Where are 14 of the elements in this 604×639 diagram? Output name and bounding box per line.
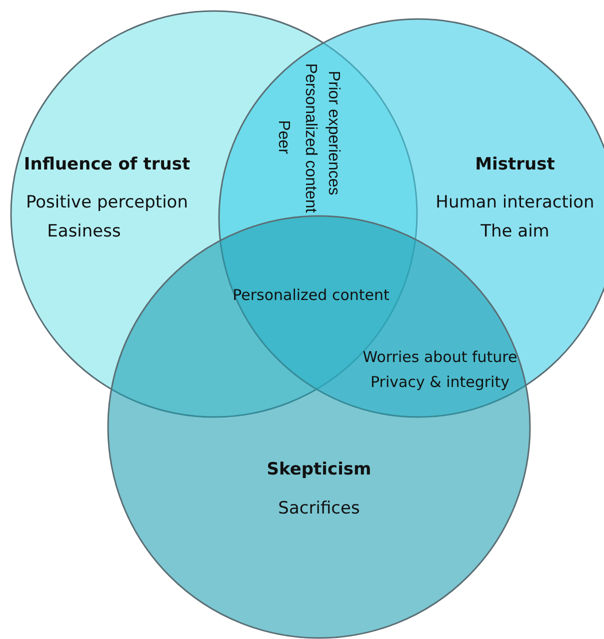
circle-item: Positive perception [26, 194, 188, 212]
circle-item: Sacrifices [278, 500, 360, 518]
circle-item: The aim [480, 222, 550, 242]
overlap-label: Worries about future [362, 348, 518, 366]
circle-heading: Skepticism [266, 460, 372, 480]
overlap-label: Peer [274, 120, 292, 154]
overlap-label: Personalized content [301, 63, 319, 213]
circle-item: Easiness [47, 222, 121, 242]
circle-heading: Influence of trust [24, 156, 190, 174]
circle-heading: Mistrust [475, 156, 555, 174]
circle-item: Human interaction [436, 194, 594, 212]
overlap-label: Prior experiences [324, 70, 342, 196]
overlap-label: Personalized content [232, 286, 390, 304]
overlap-label: Privacy & integrity [370, 374, 510, 390]
